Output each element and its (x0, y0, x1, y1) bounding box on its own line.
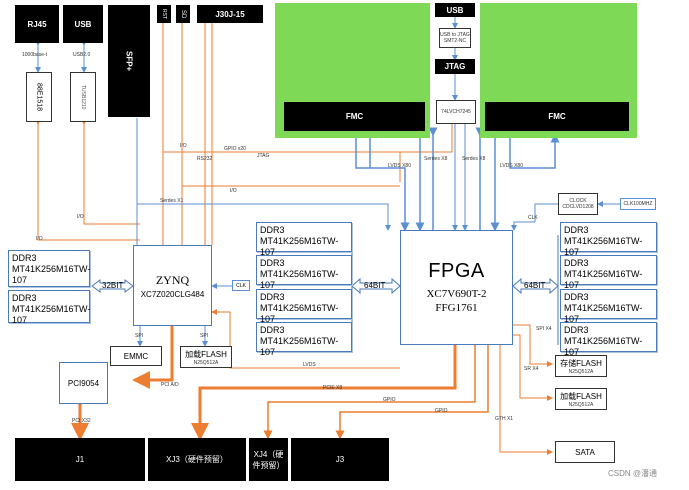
signal-io-left2: I/O (36, 236, 43, 242)
clock-chip: CLOCK CDCLVD1208 (558, 193, 598, 215)
signal-lvds-x80-right: LVDS X80 (500, 163, 523, 169)
signal-clk-fpga: CLK (528, 215, 538, 221)
signal-spi-flash: SPI (200, 333, 209, 339)
emmc-chip: EMMC (110, 346, 162, 366)
signal-spi-x4: SPI X4 (536, 326, 552, 332)
signal-pci-ad: PCI A/D (161, 382, 179, 388)
pci9054-chip: PCI9054 (59, 362, 108, 404)
ddr3-zynq-2: DDR3 MT41K256M16TW- 107 (8, 290, 90, 325)
signal-rs232: RS232 (197, 156, 213, 162)
ddr3-zynq-1: DDR3 MT41K256M16TW- 107 (8, 250, 90, 287)
fmc-connector-right: FMC (485, 102, 629, 131)
signal-spi-emmc: SPI (135, 333, 144, 339)
j3-connector: J3 (291, 438, 389, 481)
clk-zynq: CLK (232, 280, 250, 291)
signal-serdes-x8-left: Serdes X8 (424, 156, 448, 162)
usb-connector-left: USB (63, 5, 103, 43)
signal-gth-x1: GTH X1 (495, 416, 514, 422)
sfp-connector: SFP+ (108, 5, 150, 117)
sd-connector: SD (176, 5, 190, 23)
signal-serdes-x1: Serdes X1 (160, 198, 184, 204)
signal-gpio-x20: GPIO x20 (224, 146, 246, 152)
signal-pcie-x8: PCIE X8 (323, 385, 343, 391)
j30j-15-connector: J30J-15 (197, 5, 263, 23)
store-flash: 存储FLASH N25Q512A (555, 355, 607, 377)
signal-lvds: LVDS (303, 362, 316, 368)
usb-connector-top: USB (435, 3, 475, 17)
signal-sr-x4: SR X4 (524, 366, 539, 372)
signal-io-left1: I/O (77, 214, 84, 220)
signal-gpio-j3: GPIO (435, 408, 448, 414)
jtag-connector: JTAG (435, 59, 475, 74)
fmc-connector-left: FMC (284, 102, 425, 131)
signal-lvds-x80-left: LVDS X80 (388, 163, 411, 169)
fpga-chip: FPGA XC7V690T-2 FFG1761 (400, 230, 513, 345)
rst-connector: RST (157, 5, 171, 23)
usb-phy-chip-tusb1210: TUSB1210 (70, 72, 96, 122)
signal-io-mid: I/O (230, 188, 237, 194)
bus-width-64bit-right: 64BIT (524, 281, 546, 290)
xj4-connector: XJ4（硬件预留） (249, 438, 288, 481)
signal-jtag: JTAG (257, 153, 270, 159)
signal-pci-x32: PCI X32 (72, 418, 91, 424)
j1-connector: J1 (15, 438, 145, 481)
zynq-chip: ZYNQ XC7Z020CLG484 (133, 245, 212, 326)
xj3-connector: XJ3（硬件预留） (148, 438, 246, 481)
load-flash-fpga: 加载FLASH N25Q512A (555, 388, 607, 410)
signal-serdes-x8-right: Serdes X8 (462, 156, 486, 162)
bus-width-64bit-left: 64BIT (364, 281, 386, 290)
rj45-connector: RJ45 (15, 5, 59, 43)
clock-oscillator: CLK100MHZ (620, 198, 656, 210)
watermark: CSDN @潘通 (608, 469, 658, 478)
buffer-chip-74lvch7245: 74LVCH7245 (436, 100, 476, 124)
sata-connector: SATA (555, 441, 615, 463)
signal-gpio-xj4: GPIO (383, 397, 396, 403)
load-flash-zynq: 加载FLASH N25Q512A (180, 346, 232, 368)
signal-io-top: I/O (180, 143, 187, 149)
signal-1000base-t: 1000base-t (22, 52, 48, 58)
phy-chip-88e1518: 88E1518 (26, 72, 52, 122)
usb-to-jtag-chip: USB to JTAG SMT2-NC (439, 28, 471, 48)
bus-width-32bit: 32BIT (102, 281, 124, 290)
signal-usb20: USB2.0 (73, 52, 91, 58)
